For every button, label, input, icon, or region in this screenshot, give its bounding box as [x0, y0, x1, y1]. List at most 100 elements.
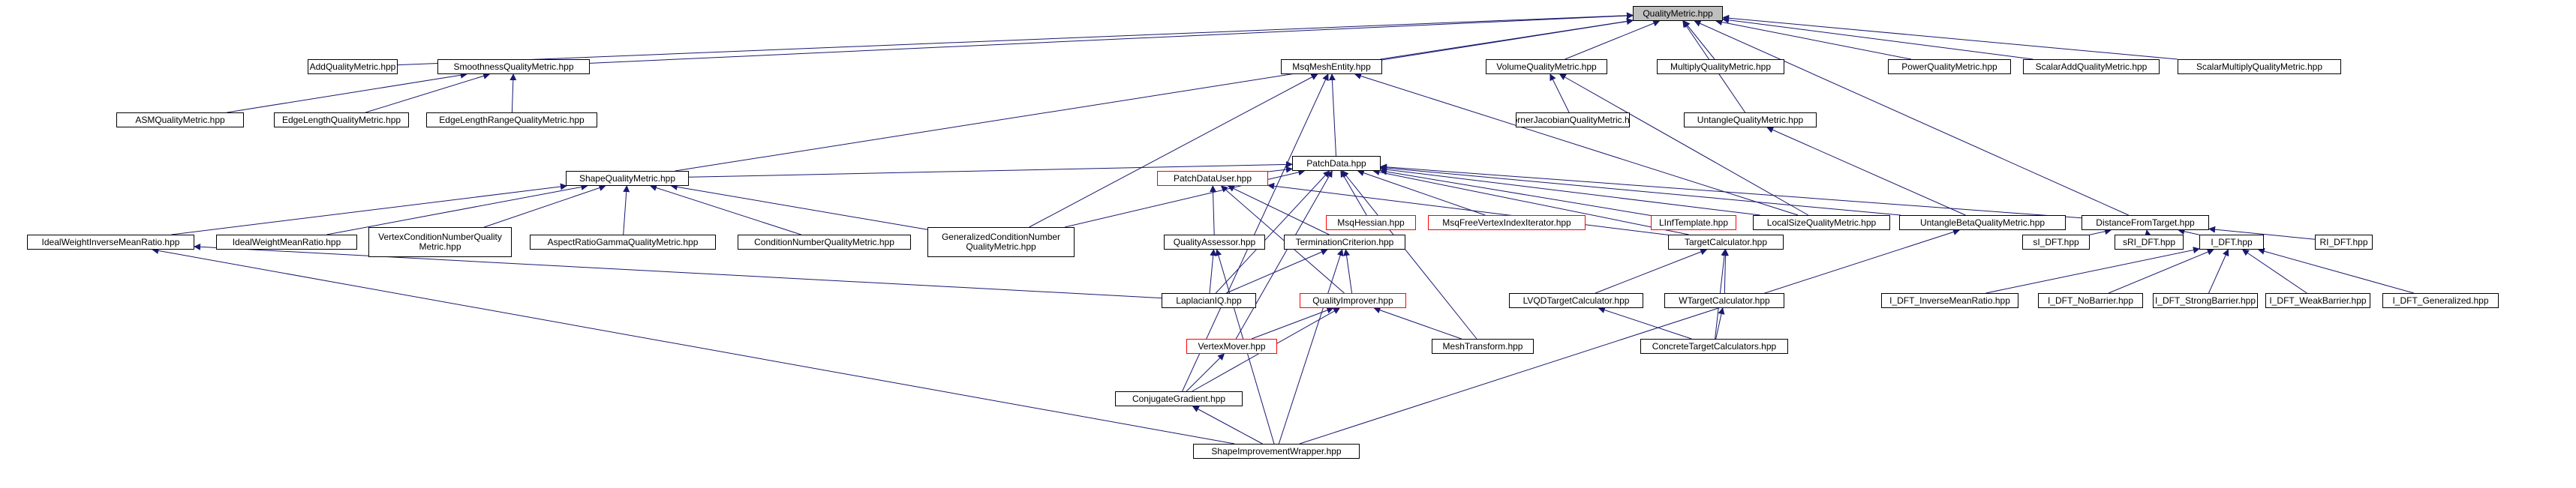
- edge-ubqm-to-pd: [1380, 164, 1901, 216]
- node-mt[interactable]: MeshTransform.hpp: [1432, 339, 1534, 354]
- edge-lsqm-to-vqm: [1559, 73, 1809, 216]
- edge-mh-to-pd: [1340, 170, 1367, 216]
- node-gcnq[interactable]: GeneralizedConditionNumber QualityMetric…: [927, 227, 1075, 257]
- edge-liq-to-pd: [1215, 170, 1330, 294]
- node-elqm[interactable]: EdgeLengthQualityMetric.hpp: [274, 112, 409, 127]
- node-aqm[interactable]: AddQualityMetric.hpp: [308, 59, 398, 74]
- edge-qi-to-tc: [1343, 249, 1353, 294]
- edge-cg-to-mme: [1182, 73, 1329, 392]
- edge-idft-to-dft: [2178, 228, 2200, 235]
- node-lit[interactable]: LInfTemplate.hpp: [1651, 215, 1736, 230]
- edge-agqm-to-shqm: [623, 185, 630, 235]
- edge-lit-to-pd: [1380, 168, 1652, 216]
- node-dft[interactable]: DistanceFromTarget.hpp: [2082, 215, 2209, 230]
- node-mh[interactable]: MsqHessian.hpp: [1326, 215, 1416, 230]
- edge-vcnq-to-shqm: [484, 184, 606, 228]
- edge-imr-to-idft: [1985, 247, 2200, 294]
- edge-iwb-to-idft: [2241, 249, 2307, 294]
- edge-elrq-to-sqm: [509, 73, 517, 113]
- node-qi[interactable]: QualityImprover.hpp: [1300, 293, 1406, 308]
- edge-liq-to-iwim: [194, 243, 1162, 299]
- edge-cjqm-to-vqm: [1550, 73, 1570, 113]
- node-qm[interactable]: QualityMetric.hpp: [1633, 6, 1723, 21]
- node-imr[interactable]: I_DFT_InverseMeanRatio.hpp: [1881, 293, 2018, 308]
- edge-ig-to-idft: [2257, 247, 2414, 294]
- edge-gcnq-to-shqm: [670, 183, 928, 230]
- node-cnqm[interactable]: ConditionNumberQualityMetric.hpp: [738, 235, 911, 250]
- node-pd[interactable]: PatchData.hpp: [1292, 156, 1381, 171]
- node-smqm[interactable]: ScalarMultiplyQualityMetric.hpp: [2178, 59, 2341, 74]
- edge-vqm-to-qm: [1565, 19, 1661, 60]
- node-qa[interactable]: QualityAssessor.hpp: [1164, 235, 1265, 250]
- node-pdu[interactable]: PatchDataUser.hpp: [1157, 171, 1268, 186]
- node-mme[interactable]: MsqMeshEntity.hpp: [1281, 59, 1382, 74]
- edge-sqm-to-qm: [589, 12, 1634, 64]
- edge-lsqm-to-mme: [1354, 73, 1799, 216]
- node-vcnq[interactable]: VertexConditionNumberQuality Metric.hpp: [368, 227, 512, 257]
- edge-siw-to-iwim: [152, 247, 1235, 445]
- node-lsqm[interactable]: LocalSizeQualityMetric.hpp: [1753, 215, 1890, 230]
- edge-mt-to-pd: [1342, 170, 1477, 340]
- edge-shqm-to-qm: [675, 18, 1634, 172]
- node-liq[interactable]: LaplacianIQ.hpp: [1162, 293, 1256, 308]
- edge-inb-to-idft: [2108, 248, 2214, 294]
- edge-tcalc-to-pdu: [1267, 182, 1669, 235]
- node-tcalc[interactable]: TargetCalculator.hpp: [1668, 235, 1784, 250]
- edge-iwmr-to-shqm: [326, 184, 588, 235]
- node-sqm[interactable]: SmoothnessQualityMetric.hpp: [437, 59, 590, 74]
- node-saqm[interactable]: ScalarAddQualityMetric.hpp: [2023, 59, 2160, 74]
- edge-ctc-to-lvqd: [1598, 307, 1692, 340]
- edge-vm-to-pd: [1235, 170, 1333, 340]
- node-elrq[interactable]: EdgeLengthRangeQualityMetric.hpp: [426, 112, 597, 127]
- node-pqm[interactable]: PowerQualityMetric.hpp: [1888, 59, 2011, 74]
- edge-mfvi-to-pd: [1357, 169, 1486, 216]
- node-sl[interactable]: sI_DFT.hpp: [2022, 235, 2090, 250]
- edge-qa-to-pdu: [1210, 185, 1217, 235]
- edge-gcnq-to-mme: [1029, 73, 1318, 228]
- edge-sl-to-dft: [2089, 228, 2112, 235]
- node-wtc[interactable]: WTargetCalculator.hpp: [1664, 293, 1784, 308]
- edge-tc-to-pdu: [1227, 185, 1330, 235]
- node-ri[interactable]: RI_DFT.hpp: [2315, 235, 2373, 250]
- node-asm[interactable]: ASMQualityMetric.hpp: [116, 112, 244, 127]
- node-ctc[interactable]: ConcreteTargetCalculators.hpp: [1640, 339, 1788, 354]
- edge-pdu-to-pd: [1267, 166, 1293, 173]
- node-iwim[interactable]: IdealWeightInverseMeanRatio.hpp: [27, 235, 194, 250]
- node-inb[interactable]: I_DFT_NoBarrier.hpp: [2038, 293, 2143, 308]
- edge-qi-to-pdu: [1220, 185, 1345, 294]
- edge-saqm-to-qm: [1722, 16, 2033, 60]
- edge-pd-to-mme: [1328, 73, 1336, 157]
- edge-liq-to-qa: [1209, 249, 1217, 294]
- node-siw[interactable]: ShapeImprovementWrapper.hpp: [1193, 444, 1360, 459]
- node-iwmr[interactable]: IdealWeightMeanRatio.hpp: [216, 235, 357, 250]
- node-isb[interactable]: I_DFT_StrongBarrier.hpp: [2153, 293, 2258, 308]
- edge-layer: [152, 12, 2414, 445]
- node-cjqm[interactable]: CornerJacobianQualityMetric.hpp: [1516, 112, 1630, 127]
- node-vm[interactable]: VertexMover.hpp: [1186, 339, 1277, 354]
- edge-sri-to-dft: [2145, 229, 2151, 237]
- node-iwb[interactable]: I_DFT_WeakBarrier.hpp: [2265, 293, 2370, 308]
- edge-mqm-to-qm: [1683, 20, 1715, 60]
- edge-wtc-to-tcalc: [1722, 249, 1730, 294]
- node-mfvi[interactable]: MsqFreeVertexIndexIterator.hpp: [1428, 215, 1586, 230]
- node-mqm[interactable]: MultiplyQualityMetric.hpp: [1657, 59, 1784, 74]
- edge-asm-to-sqm: [227, 71, 467, 113]
- node-cg[interactable]: ConjugateGradient.hpp: [1115, 391, 1243, 406]
- node-lvqd[interactable]: LVQDTargetCalculator.hpp: [1509, 293, 1643, 308]
- edge-pqm-to-qm: [1715, 19, 1912, 60]
- node-agqm[interactable]: AspectRatioGammaQualityMetric.hpp: [530, 235, 716, 250]
- node-sri[interactable]: sRI_DFT.hpp: [2115, 235, 2184, 250]
- node-ig[interactable]: I_DFT_Generalized.hpp: [2382, 293, 2499, 308]
- edge-tcalc-to-pd: [1372, 169, 1689, 235]
- node-ubqm[interactable]: UntangleBetaQualityMetric.hpp: [1899, 215, 2066, 230]
- node-shqm[interactable]: ShapeQualityMetric.hpp: [566, 171, 689, 186]
- node-uqm[interactable]: UntangleQualityMetric.hpp: [1684, 112, 1817, 127]
- node-tc[interactable]: TerminationCriterion.hpp: [1284, 235, 1405, 250]
- edge-siw-to-tc: [1278, 249, 1344, 445]
- node-vqm[interactable]: VolumeQualityMetric.hpp: [1486, 59, 1607, 74]
- edge-ctc-to-wtc: [1715, 307, 1725, 340]
- edge-siw-to-ubqm: [1299, 229, 1960, 445]
- edge-shqm-to-pd: [688, 160, 1293, 178]
- edge-dft-to-pd: [1380, 163, 2082, 219]
- node-idft[interactable]: I_DFT.hpp: [2199, 235, 2264, 250]
